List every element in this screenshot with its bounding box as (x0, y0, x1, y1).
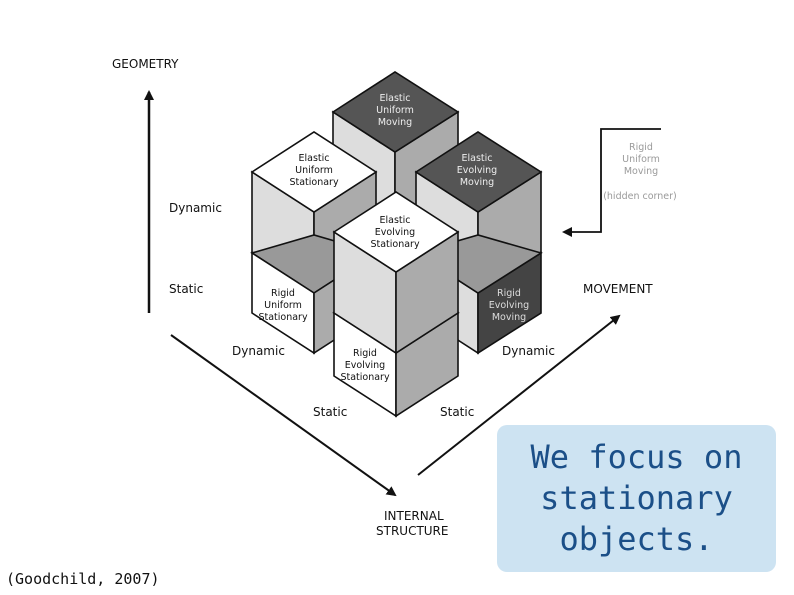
cube-label-line2: Uniform (376, 105, 414, 116)
cube-label-line2: Uniform (264, 300, 302, 311)
cube-label-line3: Stationary (370, 239, 420, 250)
cube-label-line3: Moving (492, 312, 526, 323)
geometry-static-label: Static (169, 282, 203, 296)
cube-label-line3: Stationary (340, 372, 390, 383)
internal-axis-label-line2: STRUCTURE (376, 524, 448, 538)
hidden-label-line1: Rigid (629, 142, 653, 153)
movement-dynamic-label: Dynamic (502, 344, 555, 358)
internal-axis-label-line1: INTERNAL (384, 509, 444, 523)
cube-label-line2: Evolving (489, 300, 529, 311)
hidden-corner-pointer (562, 128, 661, 237)
movement-static-label: Static (440, 405, 474, 419)
cube-label-line3: Stationary (258, 312, 308, 323)
hidden-corner-group: Rigid Uniform Moving (hidden corner) (603, 142, 677, 202)
cube-label-line3: Stationary (289, 177, 339, 188)
callout-box: We focus on stationary objects. (497, 425, 776, 572)
cube-label-line1: Rigid (353, 348, 377, 359)
cube-label-line2: Evolving (375, 227, 415, 238)
cube-label-line1: Rigid (271, 288, 295, 299)
cube-label-line1: Elastic (379, 93, 410, 104)
structure-dynamic-label: Dynamic (232, 344, 285, 358)
hidden-label-line2: Uniform (622, 154, 660, 165)
citation: (Goodchild, 2007) (6, 570, 160, 588)
movement-axis (417, 314, 621, 476)
hidden-label-line3: Moving (624, 166, 658, 177)
cube-label-line2: Evolving (457, 165, 497, 176)
cube-label-line3: Moving (460, 177, 494, 188)
movement-axis-label: MOVEMENT (583, 282, 653, 296)
cube-label-line1: Rigid (497, 288, 521, 299)
structure-static-label: Static (313, 405, 347, 419)
cube-label-line2: Uniform (295, 165, 333, 176)
hidden-corner-note: (hidden corner) (603, 191, 677, 202)
geometry-axis-label: GEOMETRY (112, 57, 179, 71)
geometry-dynamic-label: Dynamic (169, 201, 222, 215)
cube-label-line1: Elastic (379, 215, 410, 226)
cube-elastic-evolving-stationary: Elastic Evolving Stationary (332, 191, 460, 355)
cube-label-line3: Moving (378, 117, 412, 128)
callout-text: We focus on stationary objects. (530, 438, 743, 558)
cube-label-line1: Elastic (298, 153, 329, 164)
internal-structure-axis (170, 334, 397, 497)
cube-label-line1: Elastic (461, 153, 492, 164)
cube-label-line2: Evolving (345, 360, 385, 371)
